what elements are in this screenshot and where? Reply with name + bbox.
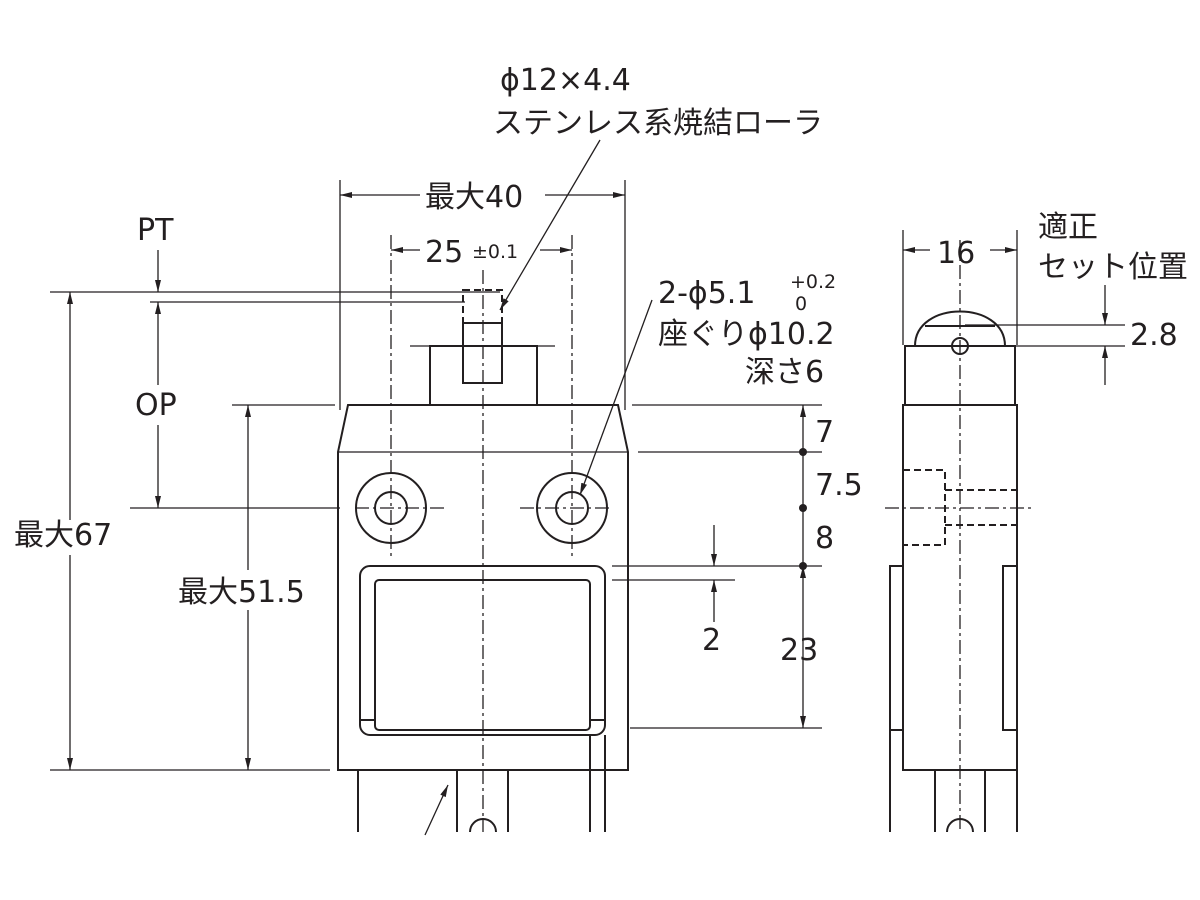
extension-lines xyxy=(50,180,822,771)
body-height-max-label: 最大51.5 xyxy=(178,575,305,610)
counterbore-label: 座ぐりϕ10.2 xyxy=(658,317,835,352)
roller-size-label: ϕ12×4.4 xyxy=(500,63,631,98)
hole-spec-label: 2-ϕ5.1 xyxy=(658,276,755,311)
pt-label: PT xyxy=(137,213,174,248)
side-view xyxy=(885,230,1125,833)
dimension-labels: ϕ12×4.4 ステンレス系焼結ローラ 最大40 PT 25 ±0.1 2-ϕ5… xyxy=(14,63,1188,668)
proper-setting-label-2: セット位置 xyxy=(1038,250,1188,285)
proper-setting-label-1: 適正 xyxy=(1038,210,1098,245)
dim-7-label: 7 xyxy=(815,415,834,450)
dim-23-label: 23 xyxy=(780,633,818,668)
side-width-label: 16 xyxy=(937,236,975,271)
hole-tolerance-lower: 0 xyxy=(795,293,807,315)
op-label: OP xyxy=(135,388,177,423)
dim-8-label: 8 xyxy=(815,521,834,556)
dimension-lines xyxy=(67,139,807,836)
dim-2-label: 2 xyxy=(702,623,721,658)
depth-label: 深さ6 xyxy=(745,355,824,390)
roller-material-label: ステンレス系焼結ローラ xyxy=(493,106,823,141)
width-max-label: 最大40 xyxy=(425,180,523,215)
hole-pitch-tolerance: ±0.1 xyxy=(472,241,518,263)
dim-7-5-label: 7.5 xyxy=(815,468,863,503)
hole-pitch-label: 25 xyxy=(425,235,463,270)
height-max-label: 最大67 xyxy=(14,518,112,553)
dim-2-8-label: 2.8 xyxy=(1130,318,1178,353)
hole-tolerance-upper: +0.2 xyxy=(790,271,836,293)
front-view xyxy=(337,235,629,833)
